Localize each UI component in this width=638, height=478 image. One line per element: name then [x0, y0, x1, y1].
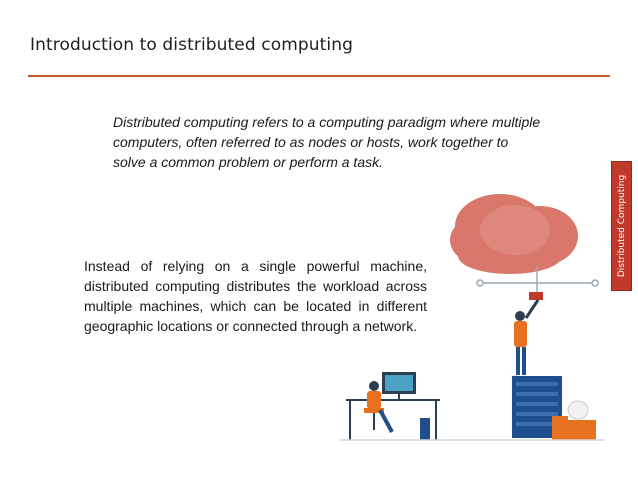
network-connectors — [476, 266, 599, 296]
slide-title: Introduction to distributed computing — [30, 35, 353, 55]
person-reaching-icon — [514, 299, 540, 375]
distributed-computing-illustration — [340, 194, 605, 441]
desk-worker-icon — [346, 372, 440, 440]
body-paragraph: Instead of relying on a single powerful … — [84, 258, 427, 334]
side-tab-label: Distributed Computing — [616, 174, 627, 278]
network-node-icon — [529, 292, 543, 300]
definition-paragraph: Distributed computing refers to a comput… — [113, 114, 541, 170]
side-tab: Distributed Computing — [611, 161, 632, 291]
cloud-icon — [450, 194, 578, 274]
folder-icon — [552, 400, 596, 440]
title-divider — [28, 75, 610, 77]
